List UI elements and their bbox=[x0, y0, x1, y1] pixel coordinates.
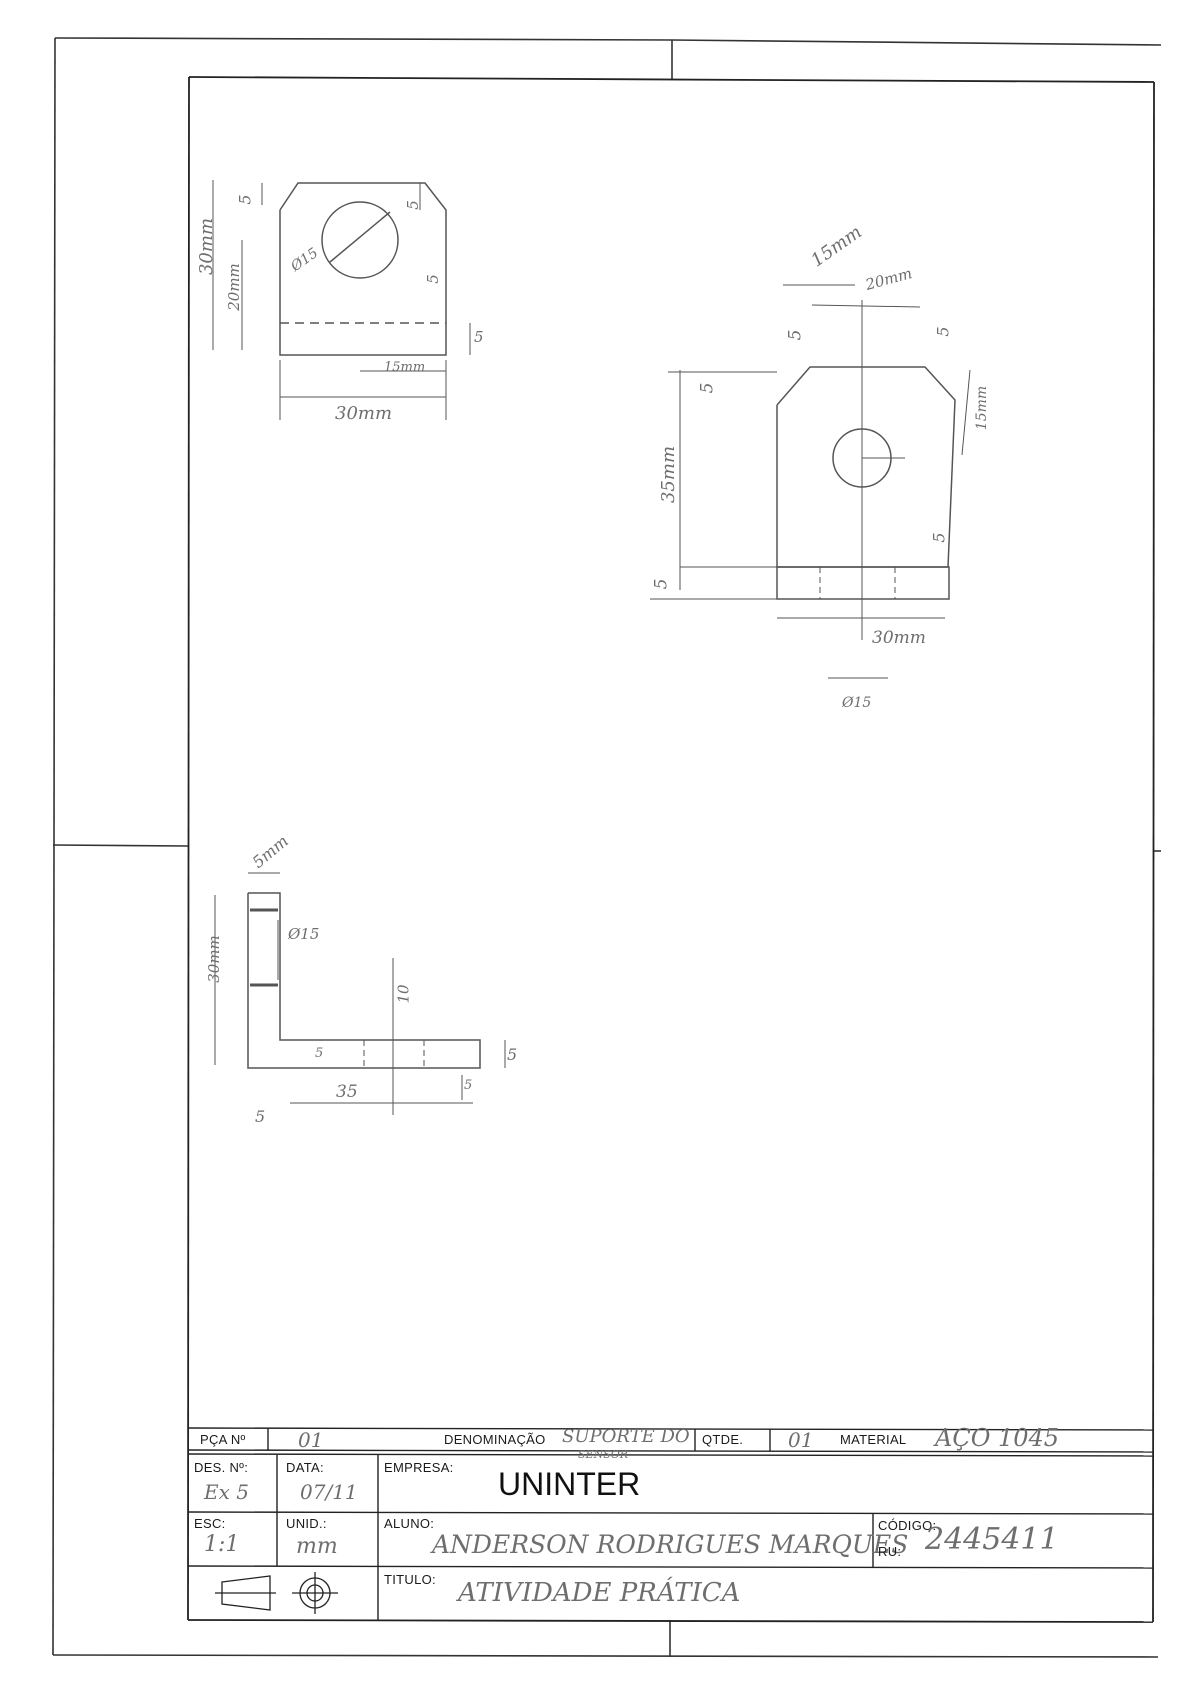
view3-dim-35: 35 bbox=[336, 1082, 358, 1102]
unid-value: mm bbox=[296, 1534, 338, 1559]
empresa-value: UNINTER bbox=[498, 1466, 641, 1502]
view3-dim-phi15: Ø15 bbox=[288, 925, 320, 943]
view3-dim-30mm: 30mm bbox=[204, 935, 223, 983]
view1-dim-30mm-vertical: 30mm bbox=[196, 217, 218, 276]
view1-dim-15mm: 15mm bbox=[384, 360, 426, 375]
view2-dim-phi15: Ø15 bbox=[842, 695, 872, 711]
first-angle-projection-symbol bbox=[215, 1572, 338, 1614]
denominacao-value: SUPORTE DO bbox=[562, 1426, 690, 1447]
des-value: Ex 5 bbox=[204, 1480, 249, 1504]
des-label: DES. Nº: bbox=[194, 1460, 249, 1475]
view1-dim-5-right: 5 bbox=[403, 200, 422, 210]
empresa-label: EMPRESA: bbox=[384, 1460, 454, 1475]
sheet-border bbox=[52, 37, 1162, 1658]
ru-label: RU: bbox=[878, 1544, 902, 1559]
view2-dim-5-chamfer: 5 bbox=[697, 382, 718, 394]
view1-dim-5-side: 5 bbox=[423, 274, 442, 284]
aluno-value: ANDERSON RODRIGUES MARQUES bbox=[432, 1530, 909, 1559]
unid-label: UNID.: bbox=[286, 1516, 327, 1531]
titulo-label: TITULO: bbox=[384, 1572, 436, 1587]
esc-value: 1:1 bbox=[204, 1532, 240, 1557]
view2-dim-5-base: 5 bbox=[651, 578, 672, 590]
view1-dim-30mm-horizontal: 30mm bbox=[335, 403, 393, 424]
qtde-value: 01 bbox=[788, 1428, 814, 1452]
view3-dim-5-inner: 5 bbox=[315, 1046, 324, 1061]
data-label: DATA: bbox=[286, 1460, 324, 1475]
denominacao-value-2: SENSOR bbox=[578, 1448, 629, 1461]
drawing-frame bbox=[187, 76, 1155, 1623]
view-3-side-profile bbox=[214, 872, 506, 1115]
pca-label: PÇA Nº bbox=[200, 1432, 246, 1447]
titulo-value: ATIVIDADE PRÁTICA bbox=[458, 1578, 741, 1608]
material-value: AÇO 1045 bbox=[935, 1424, 1060, 1452]
title-block-grid bbox=[187, 1427, 1154, 1620]
qtde-label: QTDE. bbox=[702, 1432, 744, 1447]
view2-dim-5-right: 5 bbox=[933, 326, 953, 337]
view2-dim-5-bottom: 5 bbox=[929, 532, 949, 543]
view2-dim-30mm: 30mm bbox=[872, 628, 926, 648]
view1-dim-20mm: 20mm bbox=[224, 263, 243, 311]
ru-value: 2445411 bbox=[925, 1522, 1059, 1557]
codigo-label: CÓDIGO: bbox=[878, 1518, 937, 1533]
pca-value: 01 bbox=[298, 1428, 324, 1452]
view-1-front-plate bbox=[212, 180, 471, 420]
view3-dim-5-right: 5 bbox=[507, 1045, 518, 1064]
view3-dim-5-small: 5 bbox=[464, 1078, 473, 1093]
view2-dim-15mm-right: 15mm bbox=[974, 385, 991, 431]
view2-dim-5-left: 5 bbox=[785, 329, 806, 341]
view1-dim-5-low: 5 bbox=[474, 328, 484, 346]
view2-dim-35mm: 35mm bbox=[658, 445, 680, 504]
view1-dim-5-top: 5 bbox=[235, 194, 255, 205]
data-value: 07/11 bbox=[300, 1480, 358, 1504]
denominacao-label: DENOMINAÇÃO bbox=[444, 1432, 546, 1447]
view3-dim-10: 10 bbox=[394, 984, 413, 1004]
material-label: MATERIAL bbox=[840, 1432, 907, 1447]
esc-label: ESC: bbox=[194, 1516, 226, 1531]
view-2-top-plate bbox=[650, 284, 971, 679]
aluno-label: ALUNO: bbox=[384, 1516, 435, 1531]
view3-dim-5-bottom: 5 bbox=[255, 1107, 266, 1126]
